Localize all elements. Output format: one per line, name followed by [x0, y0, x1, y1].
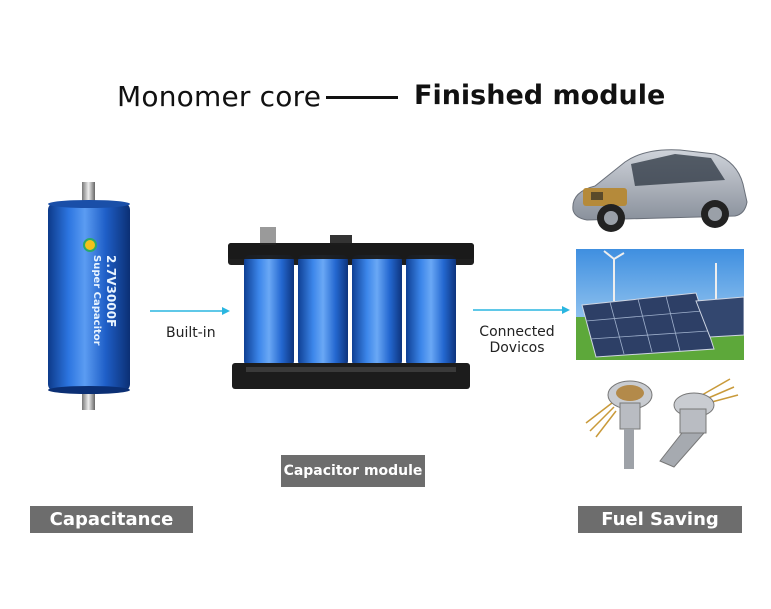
arrow-connected-devices: [473, 306, 570, 314]
capacitance-label: Capacitance: [30, 506, 193, 533]
connected-devices-label: Connected Dovicos: [472, 324, 562, 356]
title-monomer-core: Monomer core: [117, 80, 322, 113]
capacitor-module-image: [228, 227, 474, 389]
fuel-saving-label: Fuel Saving: [578, 506, 742, 533]
single-capacitor-image: Super Capacitor 2.7V3000F: [48, 182, 130, 410]
sensor-devices-image: [585, 378, 739, 469]
title-finished-module: Finished module: [414, 80, 666, 111]
arrow-built-in: [150, 307, 230, 315]
capacitor-text-line1: Super Capacitor: [91, 255, 102, 346]
car-image: [572, 149, 748, 232]
built-in-label: Built-in: [166, 325, 216, 341]
connected-label-line2: Dovicos: [489, 340, 545, 356]
title-dash: [326, 96, 398, 99]
solar-panel-image: [576, 249, 744, 360]
capacitor-module-label: Capacitor module: [281, 455, 425, 487]
connected-label-line1: Connected: [479, 324, 555, 340]
capacitor-text-line2: 2.7V3000F: [104, 255, 118, 327]
